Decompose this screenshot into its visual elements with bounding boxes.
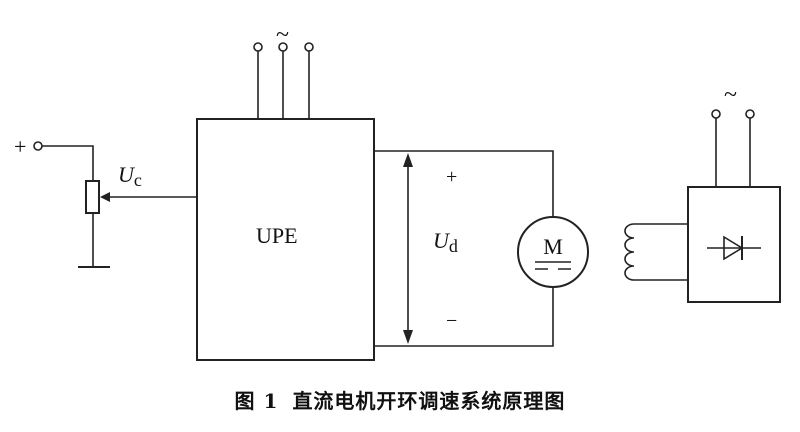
- figure-title: 直流电机开环调速系统原理图: [292, 389, 566, 413]
- wiper-arrow: [100, 192, 110, 202]
- circuit-diagram: + Uc UPE ~ Ud + − M: [14, 22, 781, 361]
- voltage-arrow-bottom: [403, 330, 413, 344]
- motor-label: M: [543, 234, 563, 259]
- output-voltage-label: Ud: [433, 228, 458, 256]
- negative-rail: [374, 287, 554, 347]
- upe-label: UPE: [256, 223, 298, 248]
- dc-output: Ud + −: [374, 150, 554, 347]
- motor-circle: [517, 216, 589, 288]
- plus-source-label: +: [14, 134, 26, 159]
- ac-terminal-3: [304, 42, 314, 52]
- control-voltage-label: Uc: [118, 162, 142, 190]
- upe-box: [196, 118, 375, 361]
- rectifier-terminal-1: [711, 109, 721, 119]
- minus-label: −: [446, 310, 457, 332]
- rectifier-box: [687, 186, 781, 303]
- diode-icon: [723, 235, 744, 261]
- source-terminal: [33, 141, 43, 151]
- field-excitation: ~: [624, 82, 781, 303]
- ac-symbol: ~: [276, 22, 289, 48]
- source-wire: [42, 145, 94, 181]
- potentiometer: [85, 180, 100, 214]
- ac-input-wires: [257, 51, 310, 119]
- figure-caption: 图 1 直流电机开环调速系统原理图: [0, 385, 800, 414]
- plus-label: +: [446, 166, 457, 188]
- figure-number: 图 1: [234, 389, 279, 413]
- control-input: + Uc: [14, 134, 197, 268]
- ac-symbol-rectifier: ~: [724, 82, 737, 108]
- positive-rail: [374, 150, 554, 217]
- upe-converter: UPE ~: [196, 22, 375, 361]
- rectifier-input-wires: [715, 118, 751, 187]
- dc-motor: M: [517, 216, 589, 288]
- ac-terminal-1: [253, 42, 263, 52]
- field-winding: [624, 223, 688, 281]
- rectifier-terminal-2: [745, 109, 755, 119]
- voltage-arrow-top: [403, 153, 413, 167]
